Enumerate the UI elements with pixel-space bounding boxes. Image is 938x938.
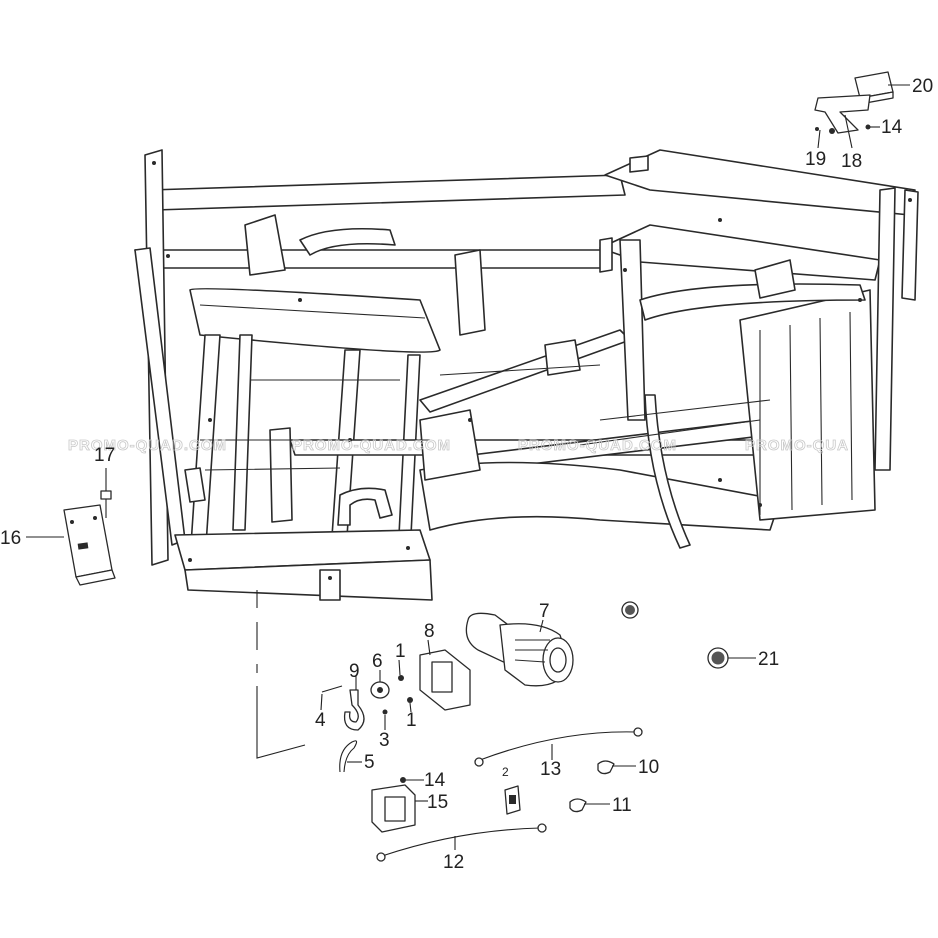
part-4-strap [321,685,343,693]
callout-12: 12 [443,852,464,873]
callout-1-upper: 1 [395,641,406,662]
callout-8: 8 [424,621,435,642]
callout-7: 7 [539,601,550,622]
callout-6: 6 [372,651,383,672]
part-11-cap [569,798,587,813]
callout-13: 13 [540,759,561,780]
watermark-text-3: PROMO-QUAD.COM [518,437,677,454]
watermark: PROMO-QUAD.COM PROMO-QUAD.COM PROMO-QUAD… [68,437,849,455]
part-21-grommets [621,601,729,669]
part-8-fairlead [419,649,471,711]
part-12-cable [376,823,547,862]
callout-1-lower: 1 [406,710,417,731]
callout-17: 17 [94,445,115,466]
part-7-winch [465,612,574,687]
chassis-frame [134,149,919,601]
watermark-text-2: PROMO-QUAD.COM [292,437,451,454]
callout-2: 2 [502,765,509,779]
part-14-nut-lower [400,777,406,783]
callout-18: 18 [841,151,862,172]
part-10-cap [597,760,615,775]
part-18-bracket [814,94,871,134]
callout-14-lower: 14 [424,770,446,791]
part-3-pin [382,709,388,715]
part-5-strap-loop [339,740,358,773]
callout-10: 10 [638,757,659,778]
part-15-relay-box [371,784,416,833]
part-1-bolts [398,675,413,703]
callout-9: 9 [349,661,360,682]
part-13-cable [474,727,643,767]
part-16-plate [63,504,116,586]
callout-11: 11 [612,795,632,816]
leader-lines [26,84,910,850]
part-9-hook [343,689,365,731]
callout-21: 21 [758,649,779,670]
callout-numbers: 20 14 19 18 17 16 7 8 6 1 9 1 4 3 5 21 1… [0,76,933,873]
watermark-text-1: PROMO-QUAD.COM [68,437,227,454]
callout-16: 16 [0,528,21,549]
watermark-text-4: PROMO-QUA [745,437,849,454]
callout-15: 15 [427,792,448,813]
callout-14-upper: 14 [881,117,903,138]
part-17-bolt [100,490,112,518]
part-6-washer [370,681,390,699]
callout-20: 20 [912,76,933,97]
callout-5: 5 [364,752,375,773]
callout-4: 4 [315,710,326,731]
callout-19: 19 [805,149,826,170]
part-2-switch [504,785,521,815]
callout-3: 3 [379,730,390,751]
